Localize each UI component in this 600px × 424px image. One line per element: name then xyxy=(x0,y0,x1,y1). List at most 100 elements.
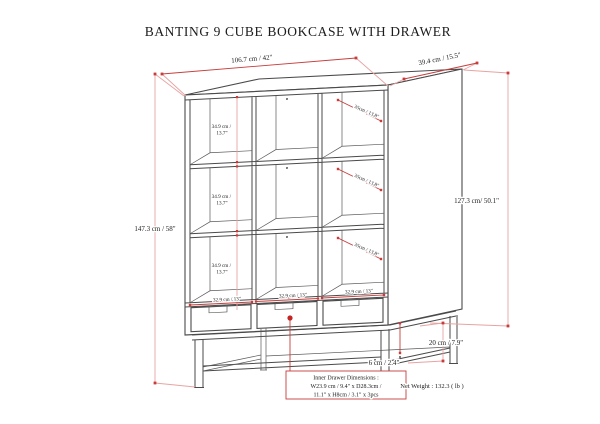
dimension-line xyxy=(337,237,382,260)
extension-line xyxy=(407,360,444,364)
cube-height-label: 34.9 cm / 13.7" xyxy=(212,124,233,137)
cam-dot-icon xyxy=(286,166,288,169)
inner-drawer-note-box xyxy=(285,370,407,400)
cube-interior xyxy=(321,161,384,228)
dimension-line xyxy=(337,99,382,122)
cabinet-height-label: 127.3 cm/ 50.1" xyxy=(454,197,499,205)
inner-drawer-note-line1: Inner Drawer Dimensions : xyxy=(313,376,379,382)
base-left-stretcher xyxy=(202,354,262,372)
dimension-end xyxy=(188,303,192,307)
dimension-end xyxy=(336,98,340,102)
cube-interior xyxy=(255,164,318,231)
cube-height-cm: 34.9 cm / xyxy=(212,194,232,200)
cube-interior xyxy=(189,98,252,166)
cube-width-label: 32.9 cm / 13" xyxy=(345,288,373,295)
cube-interior xyxy=(255,95,318,162)
frame-lines xyxy=(185,89,388,308)
depth-dimension-label: 39.4 cm / 15.5" xyxy=(418,51,462,67)
cam-dot-icon xyxy=(286,235,288,238)
tick xyxy=(235,234,239,237)
cube-interior xyxy=(189,167,252,235)
extension-line xyxy=(355,57,389,87)
dimension-end xyxy=(506,324,510,328)
dimension-line xyxy=(255,298,319,302)
bolt-icon xyxy=(374,359,376,361)
cube-height-in: 13.7" xyxy=(216,201,227,207)
dimension-line xyxy=(337,168,382,191)
drawer-left xyxy=(190,304,252,333)
dimension-line xyxy=(189,301,253,306)
extension-line xyxy=(462,62,478,71)
dimension-line xyxy=(403,62,478,80)
cube-width-dimension: 32.9 cm / 13" 32.9 cm / 13" 32.9 cm / 13… xyxy=(188,287,386,307)
extension-line xyxy=(161,73,187,97)
cube-interior xyxy=(189,236,252,304)
drawer-front xyxy=(322,297,384,326)
tick xyxy=(235,299,239,302)
overall-height-label: 147.3 cm / 58" xyxy=(134,225,175,233)
dimension-end xyxy=(382,293,386,297)
cube-height-in: 13.7" xyxy=(216,131,227,137)
dimension-end xyxy=(316,297,320,300)
net-weight-label: Net Weight : 132.3 ( lb ) xyxy=(400,383,463,390)
dimension-end xyxy=(160,72,164,76)
tick xyxy=(235,96,239,99)
cube-interior xyxy=(255,233,318,300)
inner-drawer-note-line2: W23.9 cm / 9.4" x D28.3cm / xyxy=(311,384,382,390)
cube-height-cm: 34.9 cm / xyxy=(212,263,232,269)
base-back-stretcher xyxy=(265,346,451,357)
base-clearance-label: 6 cm / 2.4" xyxy=(369,359,400,367)
dimension-line xyxy=(321,294,385,299)
dimension-end xyxy=(336,167,340,171)
cube-width-label: 32.9 cm / 13" xyxy=(279,292,307,299)
dimension-end xyxy=(475,61,479,65)
base-right-stretcher xyxy=(388,347,451,366)
cube-interior xyxy=(321,230,384,297)
extension-line xyxy=(154,382,196,388)
drawer-right xyxy=(322,297,384,326)
extension-line xyxy=(419,322,444,327)
base-leg-back-left xyxy=(260,328,267,371)
cabinet-height-dimension: 127.3 cm/ 50.1" xyxy=(429,69,510,328)
bookcase-drawing xyxy=(184,68,463,388)
dimension-end xyxy=(441,359,445,363)
drawer-front xyxy=(256,300,318,330)
dimension-end xyxy=(398,322,402,325)
base-leg-front-left xyxy=(194,339,204,388)
dimension-end xyxy=(379,119,383,123)
extension-line xyxy=(154,73,185,97)
inner-drawer-note-line3: 11.1" x H8cm / 3.1" x 3pcs xyxy=(313,393,379,399)
drawer-handle-notch xyxy=(340,299,360,307)
tick xyxy=(235,161,239,164)
tick xyxy=(235,230,239,233)
cam-dot-icon xyxy=(286,97,288,100)
drawer-middle xyxy=(256,300,318,330)
cube-height-label: 34.9 cm / 13.7" xyxy=(212,194,233,207)
bolt-icon xyxy=(399,356,401,358)
callout-dot-icon xyxy=(287,315,293,321)
dimension-end xyxy=(441,321,445,325)
drawer-handle-notch xyxy=(274,302,294,310)
cube-height-label: 34.9 cm / 13.7" xyxy=(212,263,233,276)
page-title: BANTING 9 CUBE BOOKCASE WITH DRAWER xyxy=(145,24,452,39)
dimension-end xyxy=(254,300,258,303)
drawer-callout: Inner Drawer Dimensions : W23.9 cm / 9.4… xyxy=(285,315,407,400)
cube-width-label: 32.9 cm / 13" xyxy=(213,296,241,303)
dimension-end xyxy=(354,56,358,60)
base-height-dimension: 20 cm / 7.9" xyxy=(407,321,465,364)
cube-interior xyxy=(321,92,384,159)
dimension-end xyxy=(153,381,157,385)
base-frame xyxy=(191,310,458,388)
cube-height-dimension: 34.9 cm / 13.7" 34.9 cm / 13.7" 34.9 cm … xyxy=(210,96,239,310)
overall-height-dimension: 147.3 cm / 58" xyxy=(133,72,196,388)
dimension-end xyxy=(379,188,383,192)
cube-height-cm: 34.9 cm / xyxy=(212,124,232,130)
base-height-label: 20 cm / 7.9" xyxy=(429,339,463,347)
front-face xyxy=(184,84,389,336)
dimension-end xyxy=(379,257,383,261)
dimension-end xyxy=(153,72,157,76)
dimension-end xyxy=(402,77,406,81)
extension-line xyxy=(389,78,405,87)
